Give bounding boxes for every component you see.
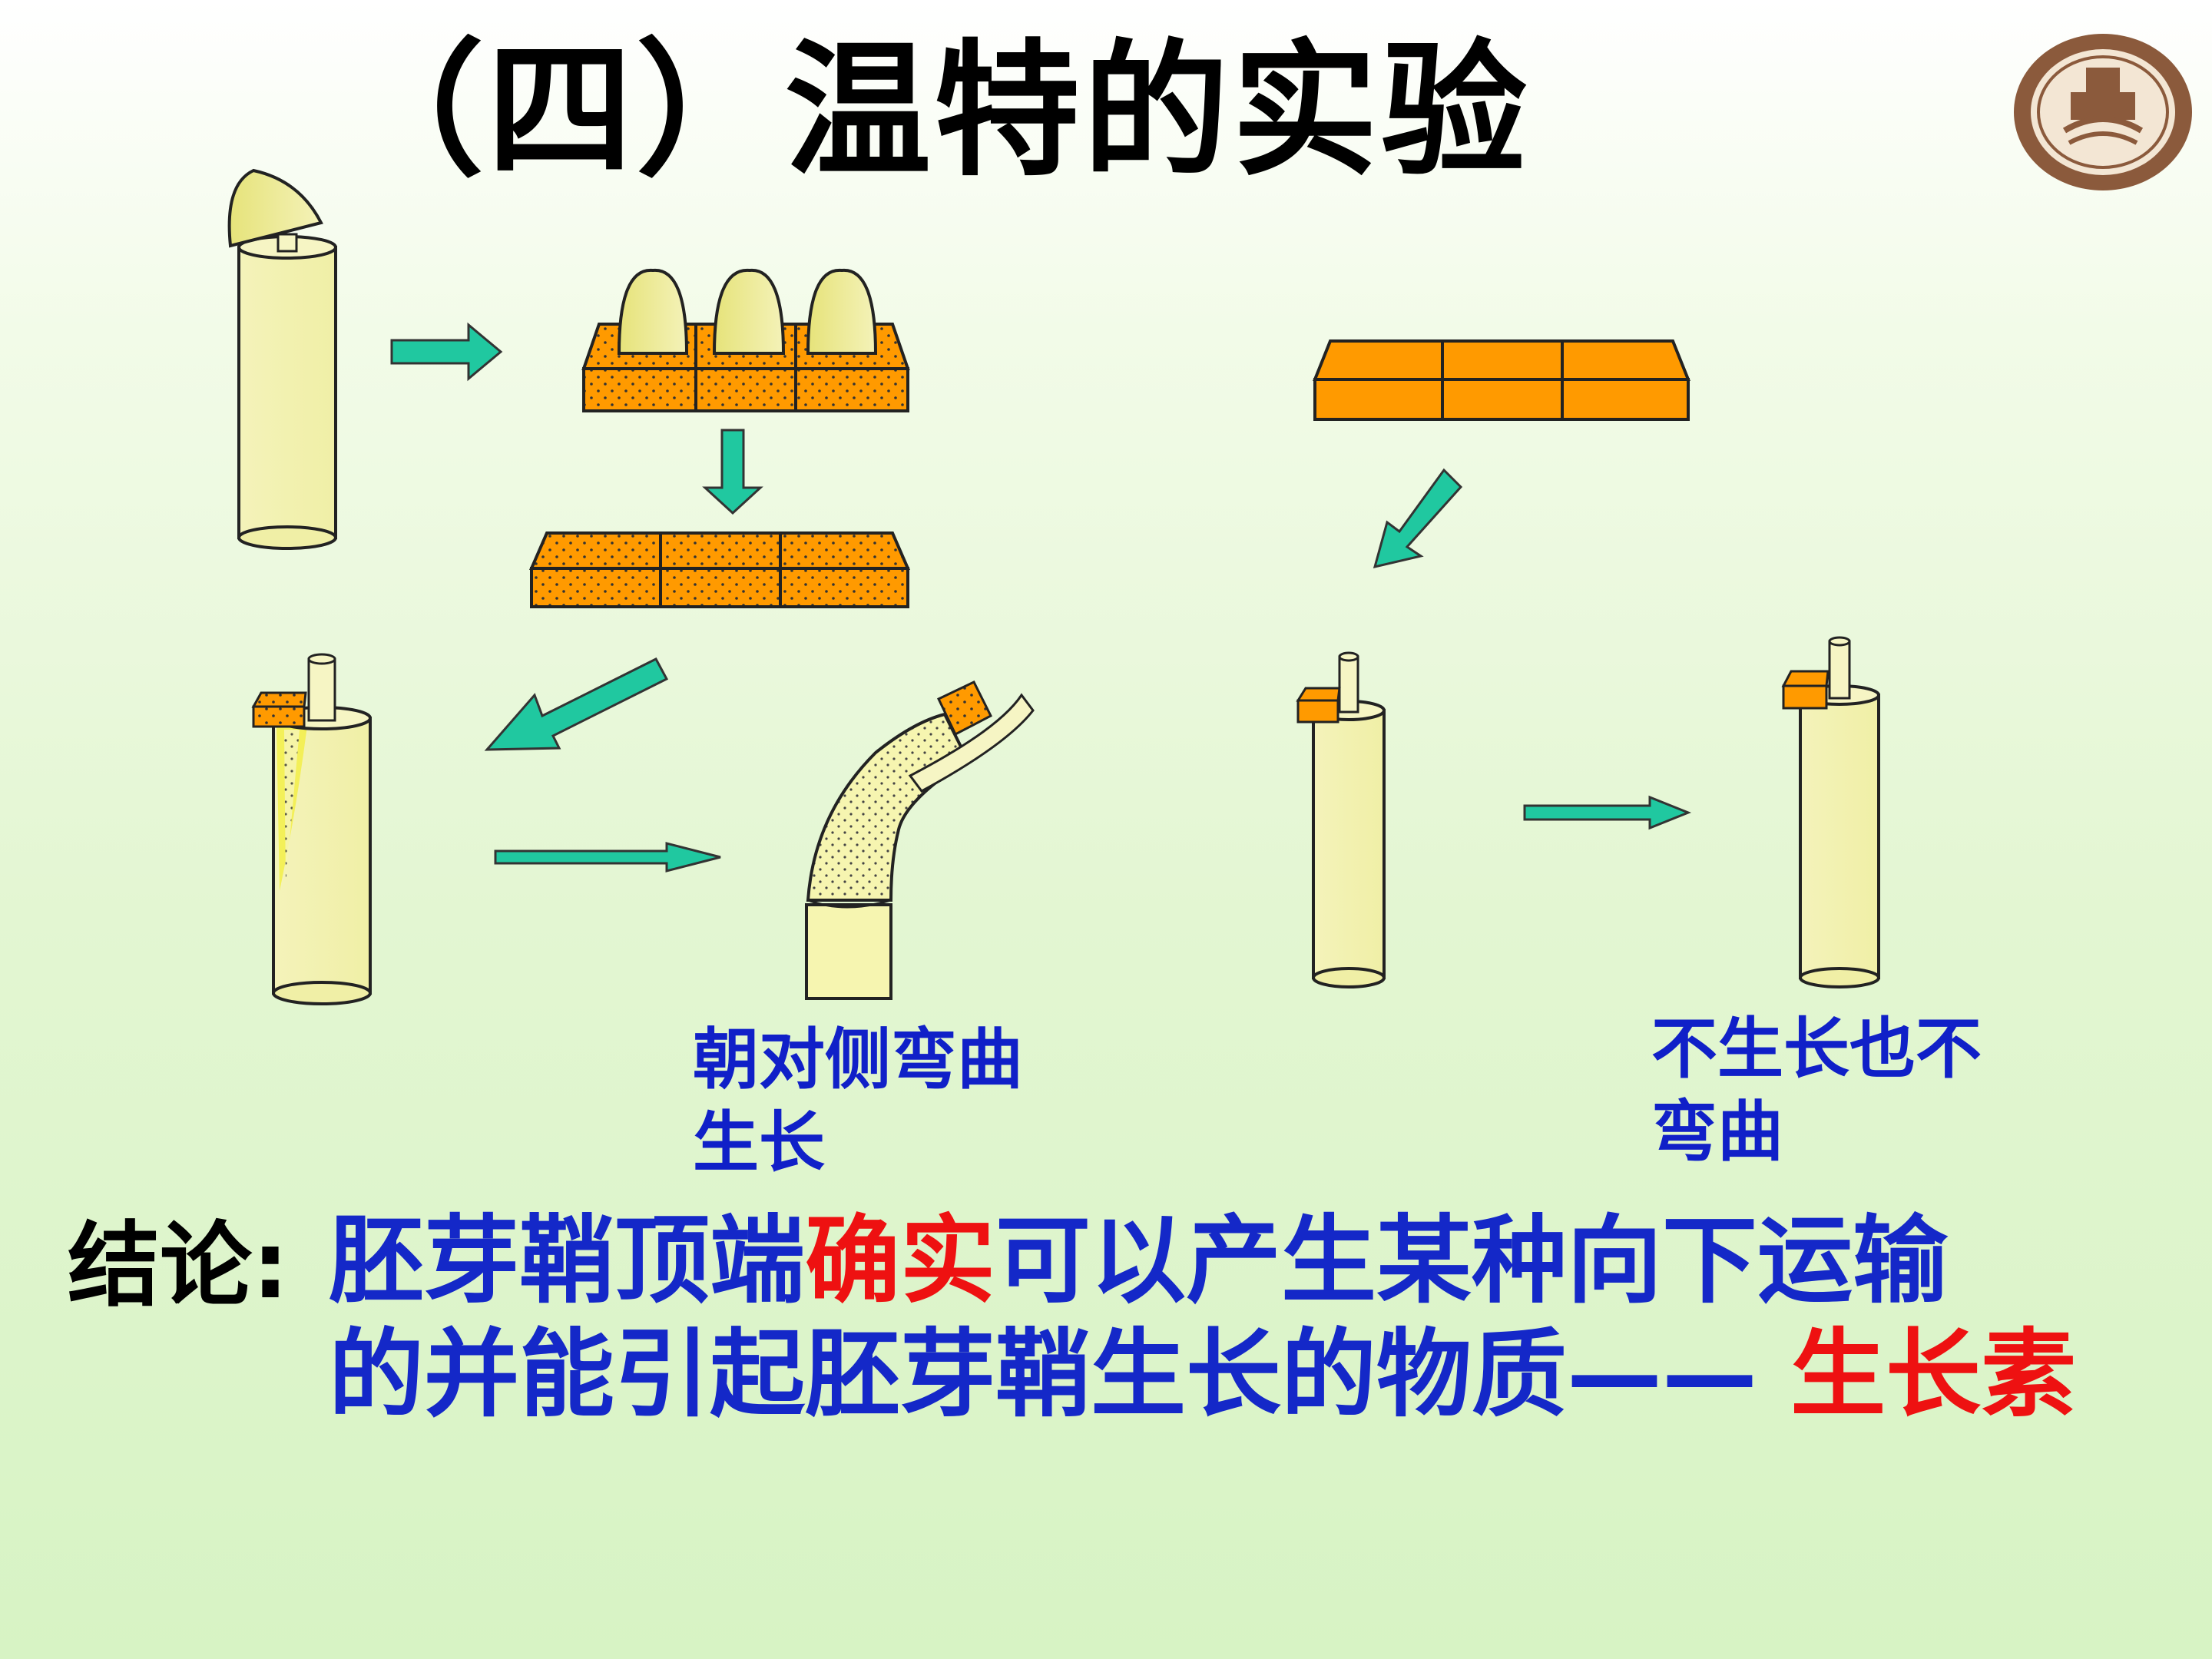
arrow-icon [1523,795,1692,830]
university-logo-icon [2014,34,2192,190]
coleoptile-agar-one-side [251,653,372,1005]
coleoptile-bent [805,680,1035,1000]
coleoptile-control-b [1781,636,1880,988]
agar-blocks-with-tips [581,268,910,412]
conclusion-text: 胚芽鞘顶端确实可以产生某种向下运输 的并能引起胚芽鞘生长的物质—— 生长素 [329,1204,2076,1432]
conclusion-emphasis: 确实 [805,1206,996,1316]
conclusion-line1-part-a: 胚芽鞘顶端 [329,1206,806,1316]
arrow-icon [702,429,763,515]
conclusion-line1-part-c: 可以产生某种向下运输 [995,1206,1949,1316]
arrow-icon [494,842,721,873]
agar-blocks-treated [528,531,911,608]
caption-nogrow-line1: 不生长也不 [1651,1011,1982,1088]
coleoptile-cut-tip [227,168,337,550]
auxin-term: 生长素 [1790,1320,2077,1430]
conclusion-line2: 的并能引起胚芽鞘生长的物质—— 生长素 [329,1318,2076,1432]
caption-bend-line2: 生长 [693,1104,825,1181]
page-title: （四）温特的实验 [338,26,1531,196]
arrow-icon [484,657,669,751]
conclusion-line2-part-a: 的并能引起胚芽鞘生长的物质—— [329,1320,1791,1430]
arrow-icon [390,322,503,382]
coleoptile-control-a [1296,651,1386,988]
conclusion-label: 结论: [68,1213,289,1320]
caption-bend-line1: 朝对侧弯曲 [693,1022,1023,1098]
arrow-icon [1373,468,1463,569]
agar-blocks-control [1313,339,1690,421]
caption-nogrow-line2: 弯曲 [1651,1094,1783,1171]
conclusion-line1: 胚芽鞘顶端确实可以产生某种向下运输 [329,1204,2076,1318]
